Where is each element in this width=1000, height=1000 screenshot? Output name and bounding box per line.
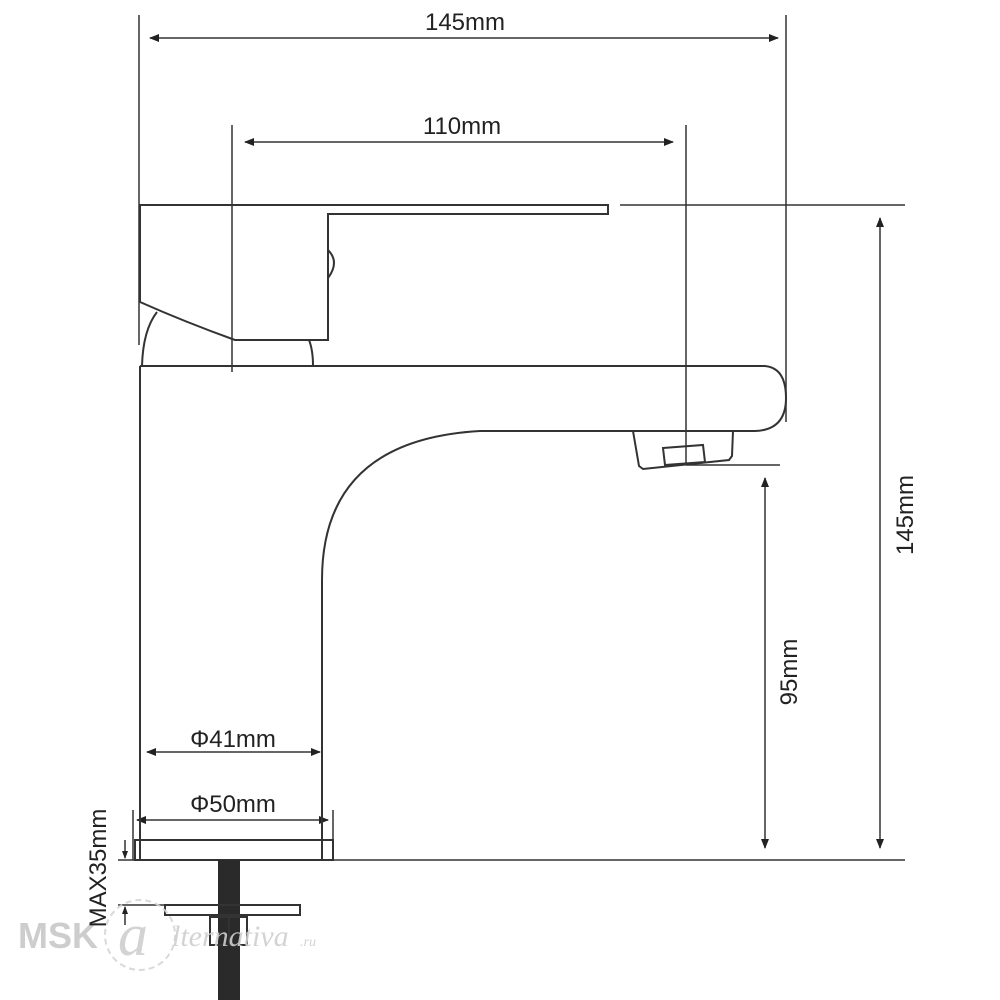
label-spout-reach: 110mm xyxy=(423,113,501,140)
svg-text:a: a xyxy=(118,902,148,968)
watermark-brand: MSK xyxy=(18,915,98,956)
aerator xyxy=(632,430,734,471)
dimension-arrows xyxy=(122,34,884,925)
watermark-domain: .ru xyxy=(300,935,316,950)
handle-indicator xyxy=(327,249,335,279)
watermark: MSK a lternativa .ru xyxy=(18,899,316,971)
extension-lines xyxy=(118,15,905,906)
label-body-diameter: Φ41mm xyxy=(190,726,276,753)
watermark-script: lternativa xyxy=(172,920,289,953)
label-max-deck-thickness: MAX35mm xyxy=(85,809,112,928)
label-overall-height: 145mm xyxy=(892,475,919,555)
label-base-diameter: Φ50mm xyxy=(190,791,276,818)
spout-body xyxy=(140,365,788,860)
faucet-outline xyxy=(134,204,788,1000)
label-spout-height: 95mm xyxy=(776,639,803,706)
label-overall-width: 145mm xyxy=(425,9,505,36)
base-plate xyxy=(134,839,334,861)
dimension-labels: 145mm 110mm 145mm 95mm Φ41mm Φ50mm MAX35… xyxy=(85,9,919,927)
handle xyxy=(139,204,609,341)
